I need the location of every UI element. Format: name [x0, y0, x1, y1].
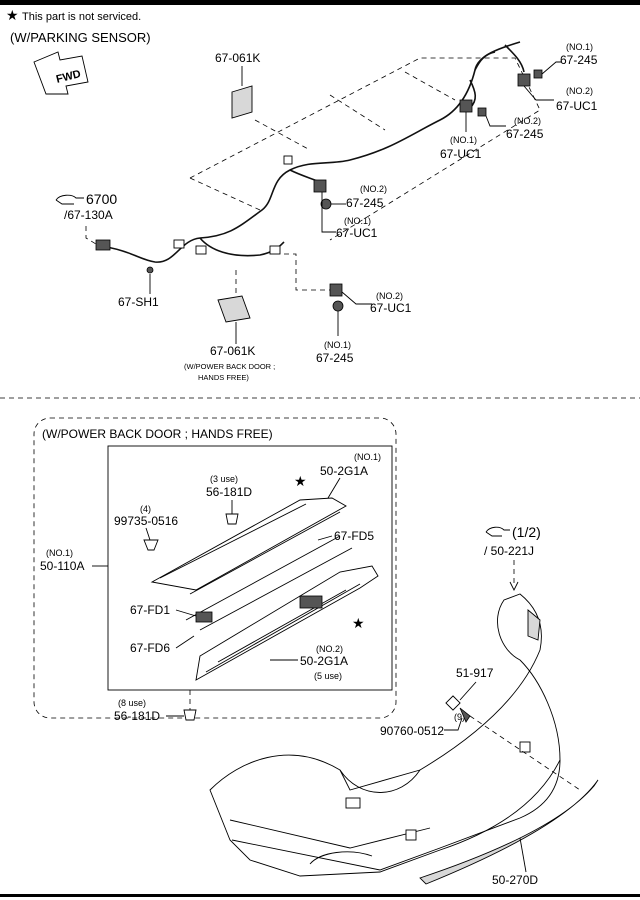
no-uc1-c: (NO.1) — [344, 216, 371, 226]
label-67-uc1-b: 67-UC1 — [440, 147, 482, 161]
label-50-2g1a-bot: 50-2G1A — [300, 654, 348, 668]
nut-51-917 — [445, 695, 461, 711]
no-uc1-b: (NO.1) — [450, 135, 477, 145]
label-50-270d: 50-270D — [492, 873, 538, 887]
ref-link-icon — [485, 526, 510, 537]
hands-free-group — [33, 417, 397, 719]
sensor-uc1-c — [313, 179, 327, 193]
no-245-b: (NO.2) — [514, 116, 541, 126]
label-67-245-c: 67-245 — [346, 196, 384, 210]
sensor-uc1-d — [329, 283, 343, 297]
star-symbol: ★ — [6, 7, 19, 23]
label-56-181d-bot: 56-181D — [114, 709, 160, 723]
sensor-uc1-a — [517, 73, 531, 87]
star-symbol-bottom: ★ — [352, 615, 365, 631]
label-67-uc1-d: 67-UC1 — [370, 301, 412, 315]
ref-67-130a: /67-130A — [64, 208, 113, 222]
no-uc1-a: (NO.2) — [566, 86, 593, 96]
clip-181d-bottom — [183, 709, 197, 721]
no-245-c: (NO.2) — [360, 184, 387, 194]
bolt-90760 — [459, 707, 471, 723]
label-67-uc1-a: 67-UC1 — [556, 99, 598, 113]
label-67-061k-bottom: 67-061K — [210, 344, 255, 358]
pad-061k-top — [231, 85, 253, 119]
retainer-245-d — [332, 300, 344, 312]
label-67-fd6: 67-FD6 — [130, 641, 170, 655]
no-110a: (NO.1) — [46, 548, 73, 558]
garnish-assembly — [150, 497, 379, 681]
molding-270d — [419, 779, 599, 885]
qty-4: (4) — [140, 504, 151, 514]
ref-50-221j: / 50-221J — [484, 544, 534, 558]
qty-9: (9) — [454, 712, 465, 722]
hands-free-title: (W/POWER BACK DOOR ; HANDS FREE) — [42, 427, 273, 441]
retainer-245-c — [320, 198, 332, 210]
label-51-917: 51-917 — [456, 666, 494, 680]
label-67-uc1-c: 67-UC1 — [336, 226, 378, 240]
no-245-a: (NO.1) — [566, 42, 593, 52]
label-67-fd1: 67-FD1 — [130, 603, 170, 617]
parking-sensor-title: (W/PARKING SENSOR) — [10, 30, 151, 45]
cond-061k-1: (W/POWER BACK DOOR ; — [184, 362, 275, 371]
screw-99735 — [143, 539, 159, 551]
label-90760-0512: 90760-0512 — [380, 724, 444, 738]
ref-6700: 6700 — [86, 191, 117, 207]
bottom-border — [0, 894, 640, 897]
clip-181d-top — [225, 513, 239, 525]
label-67-sh1: 67-SH1 — [118, 295, 159, 309]
harness-outline — [189, 57, 541, 241]
no-2g1a-bot: (NO.2) — [316, 644, 343, 654]
label-50-2g1a-top: 50-2G1A — [320, 464, 368, 478]
fwd-arrow-icon: FWD — [33, 51, 89, 95]
no-245-d: (NO.1) — [324, 340, 351, 350]
label-67-061k-top: 67-061K — [215, 51, 260, 65]
label-50-110a: 50-110A — [40, 559, 84, 573]
no-uc1-d: (NO.2) — [376, 291, 403, 301]
harness-connector — [95, 239, 111, 251]
rear-bumper — [209, 593, 561, 877]
retainer-245-a — [533, 69, 543, 79]
use-5: (5 use) — [314, 671, 342, 681]
label-67-245-a: 67-245 — [560, 53, 598, 67]
label-99735-0516: 99735-0516 — [114, 514, 178, 528]
label-67-245-d: 67-245 — [316, 351, 354, 365]
retainer-245-b — [477, 107, 487, 117]
label-67-fd5: 67-FD5 — [334, 529, 374, 543]
top-border — [0, 0, 640, 5]
label-56-181d-top: 56-181D — [206, 485, 252, 499]
pad-061k-bottom — [217, 295, 251, 323]
ref-1-2: (1/2) — [512, 524, 541, 540]
use-8: (8 use) — [118, 698, 146, 708]
label-67-245-b: 67-245 — [506, 127, 544, 141]
fwd-label: FWD — [55, 68, 82, 86]
star-symbol-top: ★ — [294, 473, 307, 489]
garnish-assembly-box — [107, 445, 393, 691]
ref-6700-icon — [55, 194, 84, 205]
no-2g1a-top: (NO.1) — [354, 452, 381, 462]
cond-061k-2: HANDS FREE) — [198, 373, 249, 382]
not-serviced-note: This part is not serviced. — [22, 11, 141, 23]
clip-sh1 — [146, 266, 154, 274]
use-3: (3 use) — [210, 474, 238, 484]
sensor-uc1-b — [459, 99, 473, 113]
